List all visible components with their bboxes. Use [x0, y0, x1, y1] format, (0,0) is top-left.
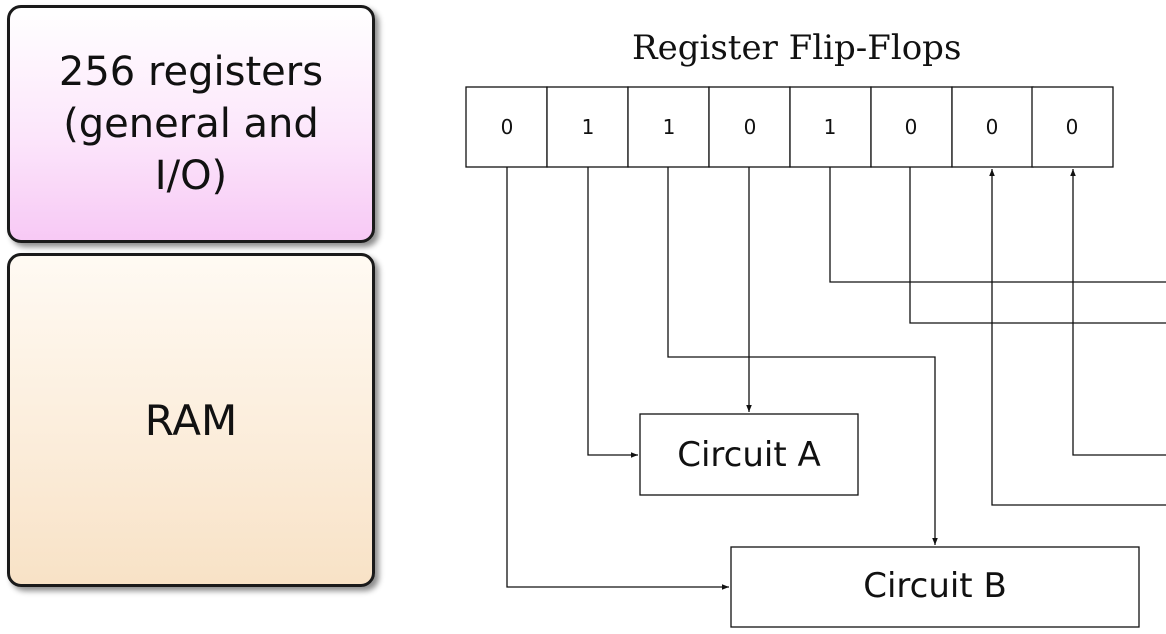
- wire-bit1-to-circuit-a: [587, 167, 638, 458]
- wire-bit4-out: [829, 167, 1166, 283]
- bit-cell-4: [789, 86, 872, 168]
- circuit-b-label: Circuit B: [863, 566, 1007, 606]
- bit-value-2: 1: [663, 115, 676, 139]
- registers-line-1: 256 registers: [58, 49, 324, 95]
- bit-value-0: 0: [501, 115, 514, 139]
- bit-value-7: 0: [1066, 115, 1079, 139]
- registers-line-3: I/O): [154, 153, 228, 199]
- bit-value-6: 0: [986, 115, 999, 139]
- bit-value-3: 0: [744, 115, 757, 139]
- circuit-a-label: Circuit A: [677, 435, 821, 475]
- bit-value-5: 0: [905, 115, 918, 139]
- wire-bit2-to-circuit-b: [667, 167, 938, 545]
- bit-cell-7: [1031, 86, 1114, 168]
- bit-value-4: 1: [824, 115, 837, 139]
- bit-cell-1: [546, 86, 629, 168]
- registers-line-2: (general and: [63, 101, 319, 147]
- wire-in-to-bit7: [1070, 169, 1166, 456]
- wire-bit5-out: [909, 167, 1166, 324]
- circuit-a-box: [639, 413, 859, 496]
- bit-cell-0: [465, 86, 548, 168]
- bit-cell-6: [951, 86, 1034, 168]
- ram-label: RAM: [144, 395, 238, 445]
- wire-in-to-bit6: [989, 169, 1166, 506]
- wire-bit0-to-circuit-b: [506, 167, 729, 590]
- flipflop-register: 0 1 1 0 1 0 0 0: [465, 86, 1114, 168]
- registers-block: 256 registers (general and I/O): [7, 5, 375, 243]
- bit-value-1: 1: [582, 115, 595, 139]
- flipflops-title: Register Flip-Flops: [632, 28, 962, 68]
- circuit-b-box: [730, 546, 1140, 628]
- bit-cell-5: [870, 86, 953, 168]
- ram-block: RAM: [7, 253, 375, 587]
